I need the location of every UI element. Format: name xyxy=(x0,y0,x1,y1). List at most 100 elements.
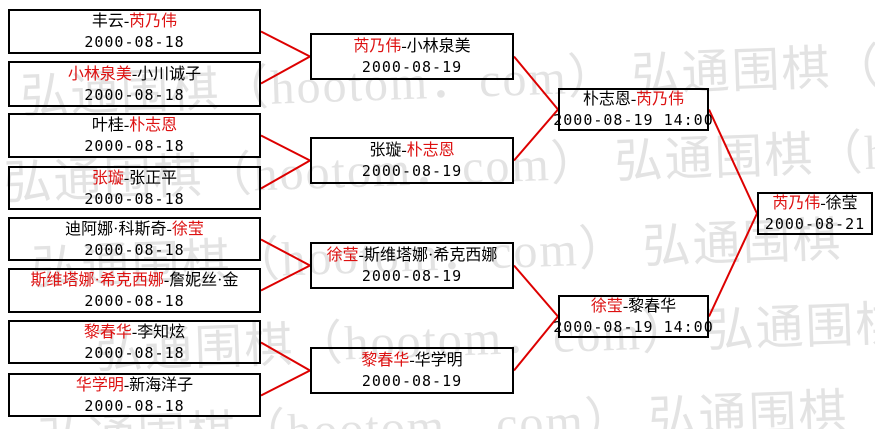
match-title: 黎春华-华学明 xyxy=(361,350,462,371)
match-date: 2000-08-19 14:00 xyxy=(553,318,714,336)
player-name: 芮乃伟 xyxy=(353,38,402,55)
separator: - xyxy=(131,323,138,341)
match-box-round1-4: 张璇-张正平 2000-08-18 xyxy=(8,166,261,210)
player-name: 张璇 xyxy=(369,142,402,159)
match-box-round2-1: 芮乃伟-小林泉美 2000-08-19 xyxy=(310,33,514,80)
player-name: 小林泉美 xyxy=(406,38,471,55)
player-name: 叶桂 xyxy=(91,117,124,134)
separator: - xyxy=(401,142,407,159)
connector-line xyxy=(708,109,758,214)
separator: - xyxy=(163,272,170,289)
match-date: 2000-08-19 xyxy=(361,58,463,76)
separator: - xyxy=(401,38,407,55)
connector-line xyxy=(260,30,311,58)
match-title: 芮乃伟-徐莹 xyxy=(772,193,857,214)
match-box-semifinal-2: 徐莹-黎春华 2000-08-19 14:00 xyxy=(553,295,713,338)
match-date: 2000-08-18 xyxy=(84,189,185,208)
match-date: 2000-08-19 xyxy=(361,267,463,285)
player-name: 朴志恩 xyxy=(406,142,455,159)
match-box-round2-4: 黎春华-华学明 2000-08-19 xyxy=(310,347,514,394)
connector-line xyxy=(260,264,311,292)
player-name: 芮乃伟 xyxy=(772,195,821,212)
match-date: 2000-08-18 xyxy=(84,240,185,259)
separator: - xyxy=(358,247,364,264)
separator: - xyxy=(131,65,138,83)
match-title: 张璇-朴志恩 xyxy=(369,140,454,161)
connector-line xyxy=(513,55,559,111)
match-date: 2000-08-18 xyxy=(84,292,185,310)
player-name: 张正平 xyxy=(129,169,178,187)
match-date: 2000-08-18 xyxy=(84,33,185,51)
player-name: 黎春华 xyxy=(361,352,410,369)
match-title: 芮乃伟-小林泉美 xyxy=(353,36,470,57)
match-box-round2-3: 徐莹-斯维塔娜·希克西娜 2000-08-19 xyxy=(310,242,514,289)
player-name: 芮乃伟 xyxy=(129,13,178,30)
connector-line xyxy=(513,264,559,318)
player-name: 詹妮丝·金 xyxy=(169,272,239,289)
match-box-round1-1: 丰云-芮乃伟 2000-08-18 xyxy=(8,9,261,54)
match-title: 华学明-新海洋子 xyxy=(76,375,193,396)
player-name: 黎春华 xyxy=(628,298,677,315)
connector-line xyxy=(708,213,758,317)
player-name: 小林泉美 xyxy=(67,65,132,83)
player-name: 小川诚子 xyxy=(137,65,202,83)
match-date: 2000-08-18 xyxy=(84,396,185,415)
match-title: 朴志恩-芮乃伟 xyxy=(583,89,684,110)
player-name: 朴志恩 xyxy=(582,91,631,108)
player-name: 斯维塔娜·希克西娜 xyxy=(30,272,164,289)
player-name: 华学明 xyxy=(414,352,463,369)
player-name: 斯维塔娜·希克西娜 xyxy=(364,247,498,264)
match-date: 2000-08-18 xyxy=(84,85,185,104)
match-date: 2000-08-18 xyxy=(84,137,185,155)
match-box-round1-8: 华学明-新海洋子 2000-08-18 xyxy=(8,373,261,417)
match-date: 2000-08-18 xyxy=(84,343,185,362)
match-box-round1-7: 黎春华-李知炫 2000-08-18 xyxy=(8,320,261,364)
player-name: 芮乃伟 xyxy=(636,91,685,108)
match-title: 丰云-芮乃伟 xyxy=(92,11,177,32)
connector-line xyxy=(513,315,559,372)
separator: - xyxy=(409,352,415,369)
separator: - xyxy=(123,169,130,187)
separator: - xyxy=(166,220,172,238)
player-name: 李知炫 xyxy=(137,323,186,341)
connector-line xyxy=(260,341,311,372)
player-name: 徐莹 xyxy=(825,195,858,212)
separator: - xyxy=(630,91,637,108)
match-title: 小林泉美-小川诚子 xyxy=(68,64,201,85)
separator: - xyxy=(123,376,130,394)
player-name: 迪阿娜·科斯奇 xyxy=(65,220,167,238)
connector-line xyxy=(260,369,311,397)
connector-line xyxy=(260,134,311,162)
separator: - xyxy=(820,195,826,212)
match-box-semifinal-1: 朴志恩-芮乃伟 2000-08-19 14:00 xyxy=(553,88,713,131)
player-name: 新海洋子 xyxy=(129,376,194,394)
match-title: 张璇-张正平 xyxy=(92,168,177,189)
match-box-round1-5: 迪阿娜·科斯奇-徐莹 2000-08-18 xyxy=(8,217,261,261)
match-box-round2-2: 张璇-朴志恩 2000-08-19 xyxy=(310,137,514,184)
match-box-round1-2: 小林泉美-小川诚子 2000-08-18 xyxy=(8,61,261,107)
match-date: 2000-08-21 xyxy=(764,215,866,233)
match-box-final: 芮乃伟-徐莹 2000-08-21 xyxy=(757,192,873,235)
player-name: 华学明 xyxy=(75,376,124,394)
match-title: 斯维塔娜·希克西娜-詹妮丝·金 xyxy=(30,270,238,291)
player-name: 徐莹 xyxy=(326,247,359,264)
separator: - xyxy=(622,298,629,315)
connector-line xyxy=(260,159,311,190)
player-name: 朴志恩 xyxy=(129,117,178,134)
player-name: 丰云 xyxy=(91,13,124,30)
connector-line xyxy=(260,55,311,85)
match-box-round1-3: 叶桂-朴志恩 2000-08-18 xyxy=(8,113,261,158)
connector-line xyxy=(260,238,311,267)
match-date: 2000-08-19 14:00 xyxy=(553,111,714,129)
match-title: 迪阿娜·科斯奇-徐莹 xyxy=(65,219,204,240)
match-title: 叶桂-朴志恩 xyxy=(92,115,177,136)
connector-line xyxy=(513,108,559,162)
separator: - xyxy=(123,117,130,134)
player-name: 徐莹 xyxy=(171,220,204,238)
player-name: 徐莹 xyxy=(590,298,623,315)
match-title: 徐莹-黎春华 xyxy=(591,296,676,317)
separator: - xyxy=(123,13,130,30)
match-date: 2000-08-19 xyxy=(361,162,463,180)
player-name: 黎春华 xyxy=(83,323,132,341)
